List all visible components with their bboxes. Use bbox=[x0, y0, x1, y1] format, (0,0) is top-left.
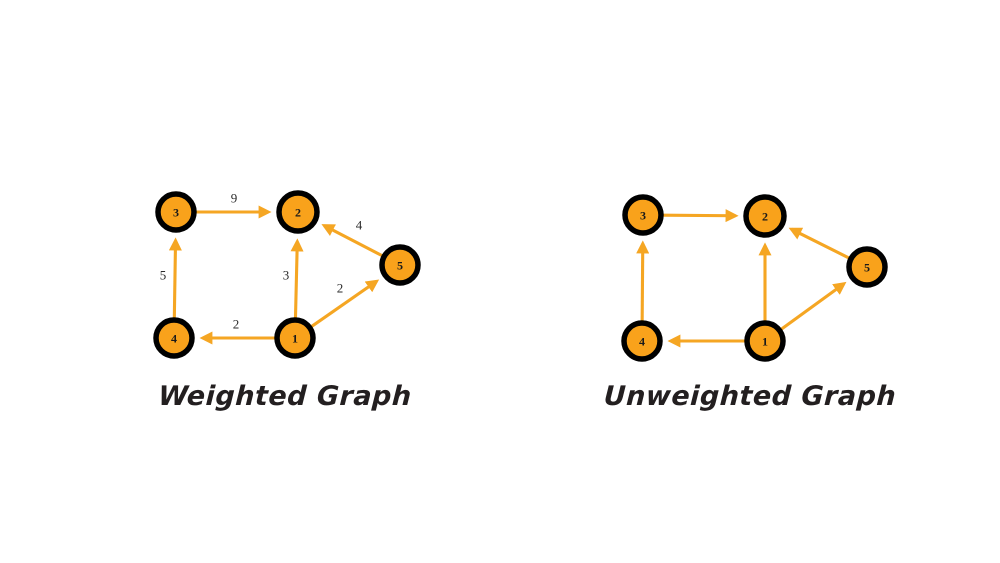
edge-4-to-3 bbox=[168, 237, 182, 318]
node-4[interactable]: 4 bbox=[153, 317, 195, 359]
caption-weighted-graph: Weighted Graph bbox=[157, 381, 413, 412]
node-circle-2 bbox=[276, 190, 320, 234]
node-5[interactable]: 5 bbox=[846, 246, 888, 288]
node-2[interactable]: 2 bbox=[276, 190, 320, 234]
node-2[interactable]: 2 bbox=[743, 194, 787, 238]
edge-4-to-3 bbox=[636, 240, 650, 321]
node-3[interactable]: 3 bbox=[155, 191, 197, 233]
node-circle-1 bbox=[744, 320, 786, 362]
node-3[interactable]: 3 bbox=[622, 194, 664, 236]
node-circle-5 bbox=[846, 246, 888, 288]
edge-weight-5-2: 4 bbox=[356, 218, 363, 233]
node-circle-2 bbox=[743, 194, 787, 238]
edge-1-to-5 bbox=[780, 281, 847, 331]
edge-weight-1-5: 2 bbox=[337, 281, 344, 296]
caption-unweighted-graph: Unweighted Graph bbox=[602, 381, 898, 412]
node-5[interactable]: 5 bbox=[379, 244, 421, 286]
edge-1-to-5 bbox=[310, 279, 380, 328]
node-circle-4 bbox=[621, 320, 663, 362]
node-circle-5 bbox=[379, 244, 421, 286]
node-circle-4 bbox=[153, 317, 195, 359]
edge-weight-1-2: 3 bbox=[283, 268, 290, 283]
weights-layer: 9 5 3 4 2 2 bbox=[160, 191, 363, 332]
node-1[interactable]: 1 bbox=[744, 320, 786, 362]
edge-5-to-2 bbox=[788, 227, 850, 260]
edge-1-to-2 bbox=[290, 238, 304, 318]
edge-weight-4-3: 5 bbox=[160, 268, 167, 283]
edge-5-to-2 bbox=[321, 224, 383, 257]
edge-weight-1-4: 2 bbox=[233, 317, 240, 332]
node-1[interactable]: 1 bbox=[274, 317, 316, 359]
node-circle-3 bbox=[155, 191, 197, 233]
edge-3-to-2 bbox=[663, 209, 739, 223]
edge-weight-3-2: 9 bbox=[231, 191, 238, 206]
node-4[interactable]: 4 bbox=[621, 320, 663, 362]
node-circle-1 bbox=[274, 317, 316, 359]
node-circle-3 bbox=[622, 194, 664, 236]
nodes-layer: 3 2 5 1 4 3 2 5 1 4 bbox=[153, 190, 888, 362]
edges-layer bbox=[168, 205, 850, 348]
